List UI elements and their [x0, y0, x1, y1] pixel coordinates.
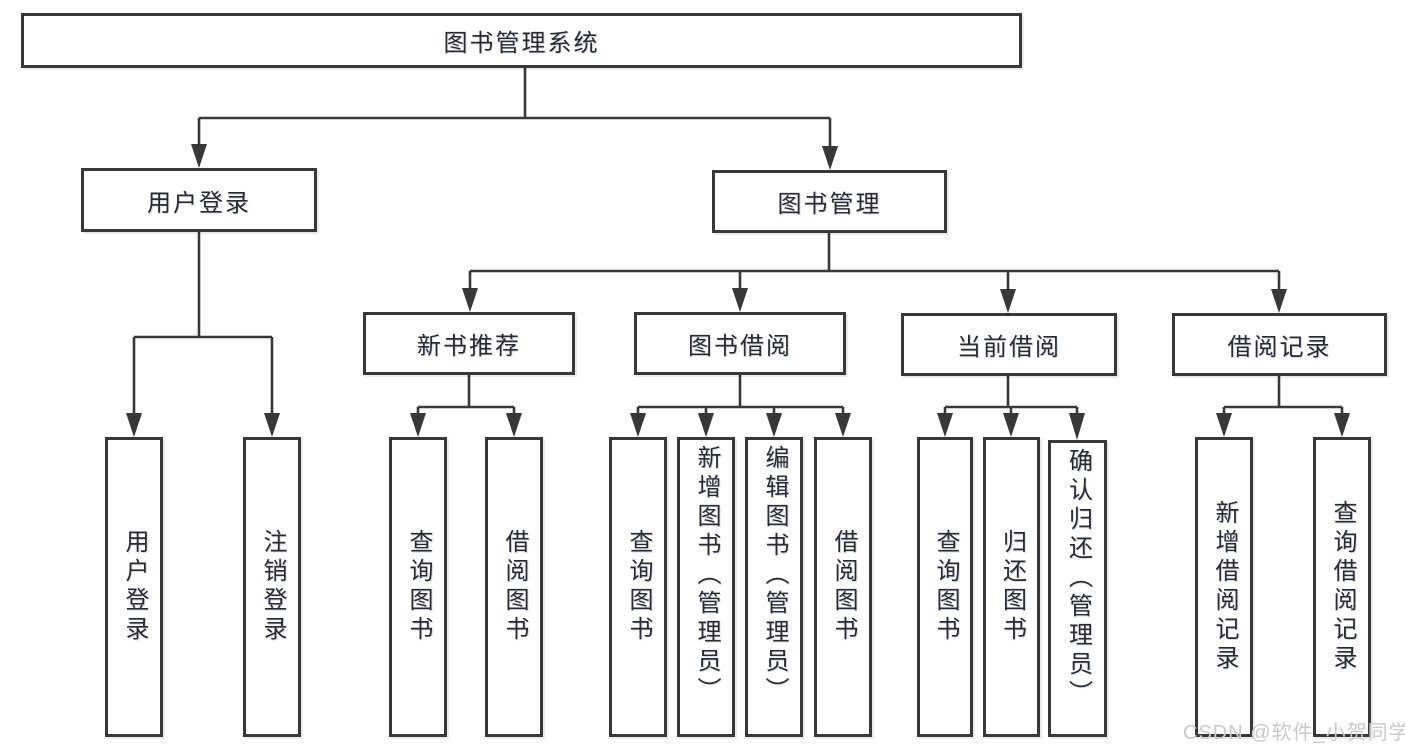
node-current-borrowing: 当前借阅: [901, 313, 1117, 376]
arrow-down-icon: [698, 413, 714, 437]
leaf-label: 归还图书: [998, 529, 1026, 645]
leaf-label: 借阅图书: [830, 529, 857, 645]
leaf-label: 查询借阅记录: [1329, 500, 1356, 674]
leaf-query-borrow-record: 查询借阅记录: [1313, 437, 1371, 737]
leaf-label: 查询图书: [932, 529, 959, 645]
arrow-down-icon: [506, 413, 522, 437]
leaf-label: 新增图书（管理员）: [693, 445, 720, 706]
leaf-label: 编辑图书（管理员）: [761, 445, 788, 706]
node-label: 图书借阅: [688, 333, 792, 360]
arrow-down-icon: [264, 413, 280, 437]
leaf-add-borrow-record: 新增借阅记录: [1195, 437, 1253, 737]
node-label: 用户登录: [147, 189, 251, 217]
arrow-down-icon: [766, 413, 782, 437]
leaf-query-books-recommend: 查询图书: [389, 437, 447, 737]
leaf-label: 用户登录: [121, 529, 148, 645]
arrow-down-icon: [732, 288, 748, 312]
leaf-user-login: 用户登录: [105, 437, 163, 737]
leaf-label: 借阅图书: [501, 529, 528, 645]
arrow-down-icon: [410, 413, 426, 437]
arrow-down-icon: [1000, 289, 1016, 313]
arrow-down-icon: [1334, 413, 1350, 437]
arrow-down-icon: [1069, 413, 1085, 440]
node-label: 图书管理系统: [443, 30, 600, 57]
leaf-return-book: 归还图书: [983, 437, 1040, 737]
arrow-down-icon: [937, 413, 953, 437]
leaf-add-book-admin: 新增图书（管理员）: [677, 437, 735, 737]
leaf-label: 查询图书: [625, 529, 652, 645]
arrow-down-icon: [835, 413, 851, 437]
leaf-query-books-current: 查询图书: [917, 437, 973, 737]
leaf-edit-book-admin: 编辑图书（管理员）: [745, 437, 803, 737]
leaf-query-books-borrowing: 查询图书: [609, 437, 667, 737]
leaf-label: 查询图书: [405, 529, 432, 645]
csdn-watermark: CSDN @软件_小贺同学: [1183, 722, 1405, 744]
leaf-label: 确认归还（管理员）: [1064, 448, 1092, 709]
arrow-down-icon: [822, 146, 838, 170]
node-label: 新书推荐: [417, 333, 521, 360]
arrow-down-icon: [126, 413, 142, 437]
arrow-down-icon: [1271, 289, 1287, 313]
leaf-confirm-return-admin: 确认归还（管理员）: [1048, 440, 1107, 737]
node-library-management-system: 图书管理系统: [21, 13, 1022, 68]
node-book-management: 图书管理: [712, 170, 947, 233]
node-new-book-recommend: 新书推荐: [363, 312, 575, 375]
node-label: 借阅记录: [1227, 334, 1332, 361]
node-label: 图书管理: [777, 191, 882, 218]
arrow-down-icon: [462, 288, 478, 312]
node-borrowing-records: 借阅记录: [1172, 313, 1387, 376]
leaf-label: 新增借阅记录: [1211, 500, 1238, 674]
leaf-label: 注销登录: [259, 529, 286, 645]
leaf-borrow-books-recommend: 借阅图书: [485, 437, 543, 737]
arrow-down-icon: [1216, 413, 1232, 437]
node-book-borrowing: 图书借阅: [634, 312, 846, 375]
leaf-logout: 注销登录: [243, 437, 301, 737]
leaf-borrow-books-borrowing: 借阅图书: [814, 437, 872, 737]
arrow-down-icon: [630, 413, 646, 437]
arrow-down-icon: [191, 144, 207, 168]
node-user-login-group: 用户登录: [81, 168, 317, 232]
arrow-down-icon: [1003, 413, 1019, 437]
node-label: 当前借阅: [957, 334, 1061, 361]
